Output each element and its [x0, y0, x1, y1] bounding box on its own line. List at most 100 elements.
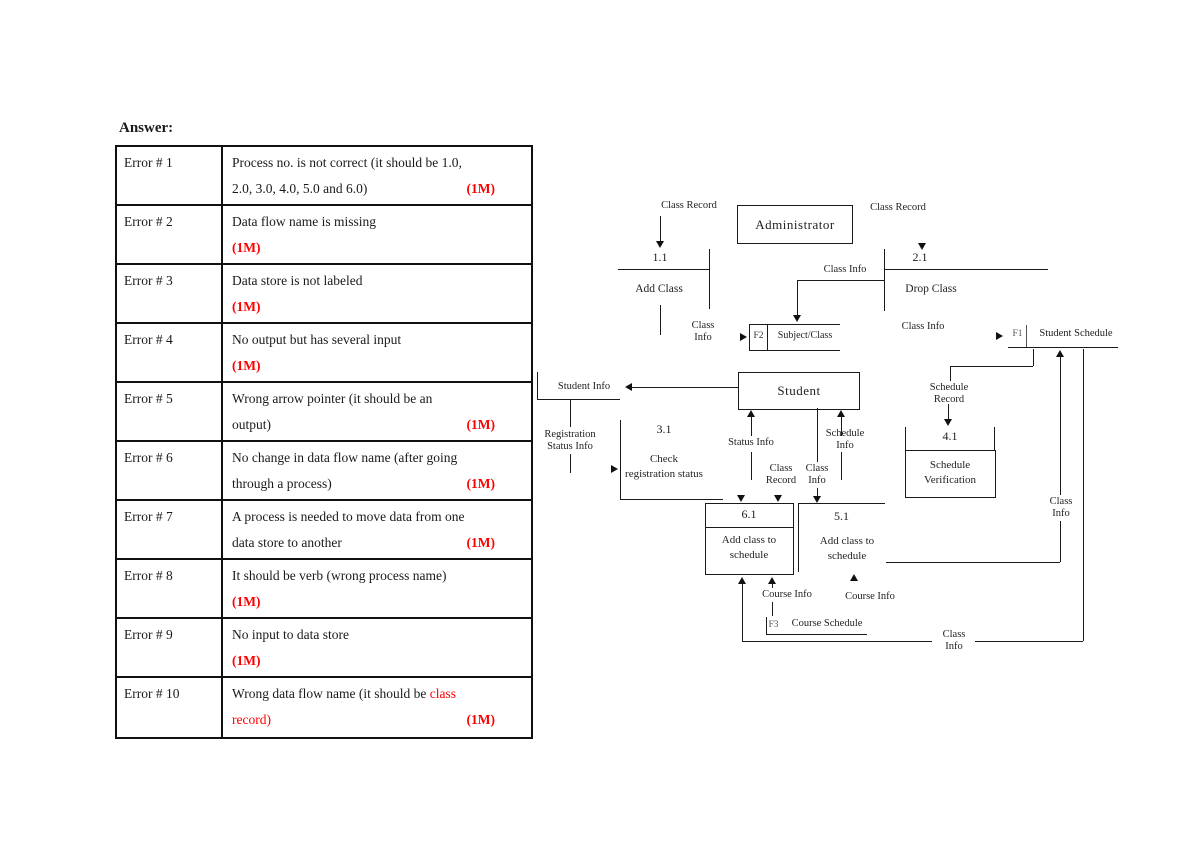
flow-label-class-info: Class Info: [942, 629, 966, 653]
flow-label-course-info: Course Info: [845, 591, 895, 602]
error-label-cell: Error # 3: [115, 263, 223, 324]
error-desc-cell: Wrong arrow pointer (it should be an out…: [221, 381, 533, 442]
arrowhead-right: [611, 465, 618, 473]
flow-line: [631, 387, 738, 388]
error-label-cell: Error # 9: [115, 617, 223, 678]
flow-label-status-info: Status Info: [728, 437, 774, 448]
process-5-1-name: Add class to schedule: [819, 535, 875, 562]
flow-line: [841, 416, 842, 436]
arrowhead-down: [774, 495, 782, 502]
flow-line: [817, 488, 818, 498]
process-3-1-number: 3.1: [656, 422, 672, 436]
error-text-line: (1M): [232, 294, 529, 320]
flow-line: [817, 408, 818, 462]
error-table: Error # 1 Process no. is not correct (it…: [115, 145, 533, 739]
flow-label-class-info: Class Info: [823, 264, 867, 275]
error-desc-cell: A process is needed to move data from on…: [221, 499, 533, 560]
store-subject-class-line: [749, 324, 840, 325]
flow-label-registration-status-info: Registration Status Info: [544, 429, 596, 453]
process-5-1-line: [798, 503, 799, 572]
flow-line: [751, 452, 752, 480]
flow-label-class-info: Class Info: [1049, 496, 1073, 520]
mark-1m: (1M): [466, 535, 495, 550]
flow-line: [1060, 357, 1061, 495]
flow-line: [1083, 349, 1084, 641]
flow-line: [772, 602, 773, 616]
flow-label-class-record: Class Record: [870, 202, 926, 213]
store-course-schedule-line: [766, 634, 867, 635]
mark-1m: (1M): [466, 417, 495, 432]
error-text-line: (1M): [232, 648, 529, 674]
store-subject-class-line: [749, 324, 750, 350]
error-label-cell: Error # 1: [115, 145, 223, 206]
table-row: Error # 1 Process no. is not correct (it…: [115, 145, 533, 206]
arrowhead-up: [768, 577, 776, 584]
process-4-1-number: 4.1: [942, 429, 958, 443]
error-desc-cell: No change in data flow name (after going…: [221, 440, 533, 501]
error-text-line: Process no. is not correct (it should be…: [232, 155, 462, 170]
process-3-1-name: Check registration status: [625, 453, 703, 480]
arrowhead-up: [850, 574, 858, 581]
process-4-1-box: [905, 450, 996, 498]
table-row: Error # 2 Data flow name is missing (1M): [115, 204, 533, 265]
entity-administrator: Administrator: [737, 205, 853, 244]
store-student-info-line: [537, 399, 620, 400]
error-label: Error # 4: [124, 332, 173, 347]
process-3-1-line: [620, 420, 621, 499]
store-student-schedule-line: [1008, 347, 1118, 348]
flow-label-class-record: Class Record: [661, 200, 717, 211]
mark-1m: (1M): [466, 476, 495, 491]
store-student-schedule-code: F1: [1012, 329, 1023, 339]
flow-line: [950, 366, 951, 381]
error-text-line: Wrong arrow pointer (it should be an: [232, 391, 433, 406]
arrowhead-up: [747, 410, 755, 417]
answer-heading: Answer:: [119, 120, 174, 136]
flow-line: [742, 641, 932, 642]
process-2-1-name: Drop Class: [905, 283, 957, 295]
table-row: Error # 7 A process is needed to move da…: [115, 499, 533, 560]
error-text-line: (1M): [232, 235, 529, 261]
error-text-line: No input to data store: [232, 627, 349, 642]
error-label: Error # 6: [124, 450, 173, 465]
flow-line: [841, 452, 842, 480]
error-label: Error # 1: [124, 155, 173, 170]
arrowhead-left: [625, 383, 632, 391]
error-text-line: (1M): [232, 353, 529, 379]
arrowhead-right: [740, 333, 747, 341]
error-desc-cell: Wrong data flow name (it should be class…: [221, 676, 533, 739]
store-course-schedule-line: [766, 617, 767, 634]
process-5-1-number: 5.1: [834, 509, 849, 523]
flow-line: [975, 641, 1083, 642]
process-3-1-line: [620, 499, 723, 500]
error-text-line: No output but has several input: [232, 332, 402, 347]
flow-line: [1060, 521, 1061, 562]
error-text-line: through a process)(1M): [232, 471, 529, 497]
error-text-line: No change in data flow name (after going: [232, 450, 458, 465]
flow-line: [1033, 349, 1034, 366]
error-desc-cell: Data flow name is missing (1M): [221, 204, 533, 265]
flow-label-class-info: Class Info: [691, 320, 715, 344]
process-4-1-line: [994, 427, 995, 450]
error-label: Error # 7: [124, 509, 173, 524]
flow-line: [570, 399, 571, 427]
error-label-cell: Error # 5: [115, 381, 223, 442]
process-4-1-line: [905, 427, 906, 450]
error-label-cell: Error # 4: [115, 322, 223, 383]
mark-1m: (1M): [232, 594, 261, 609]
flow-label-schedule-info: Schedule Info: [825, 428, 865, 452]
arrowhead-right: [996, 332, 1003, 340]
error-text-line: (1M): [232, 589, 529, 615]
flow-label-schedule-record: Schedule Record: [929, 382, 969, 406]
arrowhead-down: [656, 241, 664, 248]
flow-line: [751, 416, 752, 436]
arrowhead-down: [813, 496, 821, 503]
error-text-line: output)(1M): [232, 412, 529, 438]
arrowhead-down: [793, 315, 801, 322]
flow-line: [797, 280, 885, 281]
table-row: Error # 10 Wrong data flow name (it shou…: [115, 676, 533, 739]
process-6-1-number: 6.1: [741, 507, 757, 521]
error-text-line: It should be verb (wrong process name): [232, 568, 447, 583]
error-label-cell: Error # 8: [115, 558, 223, 619]
store-subject-class-line: [749, 350, 840, 351]
flow-line: [742, 583, 743, 641]
